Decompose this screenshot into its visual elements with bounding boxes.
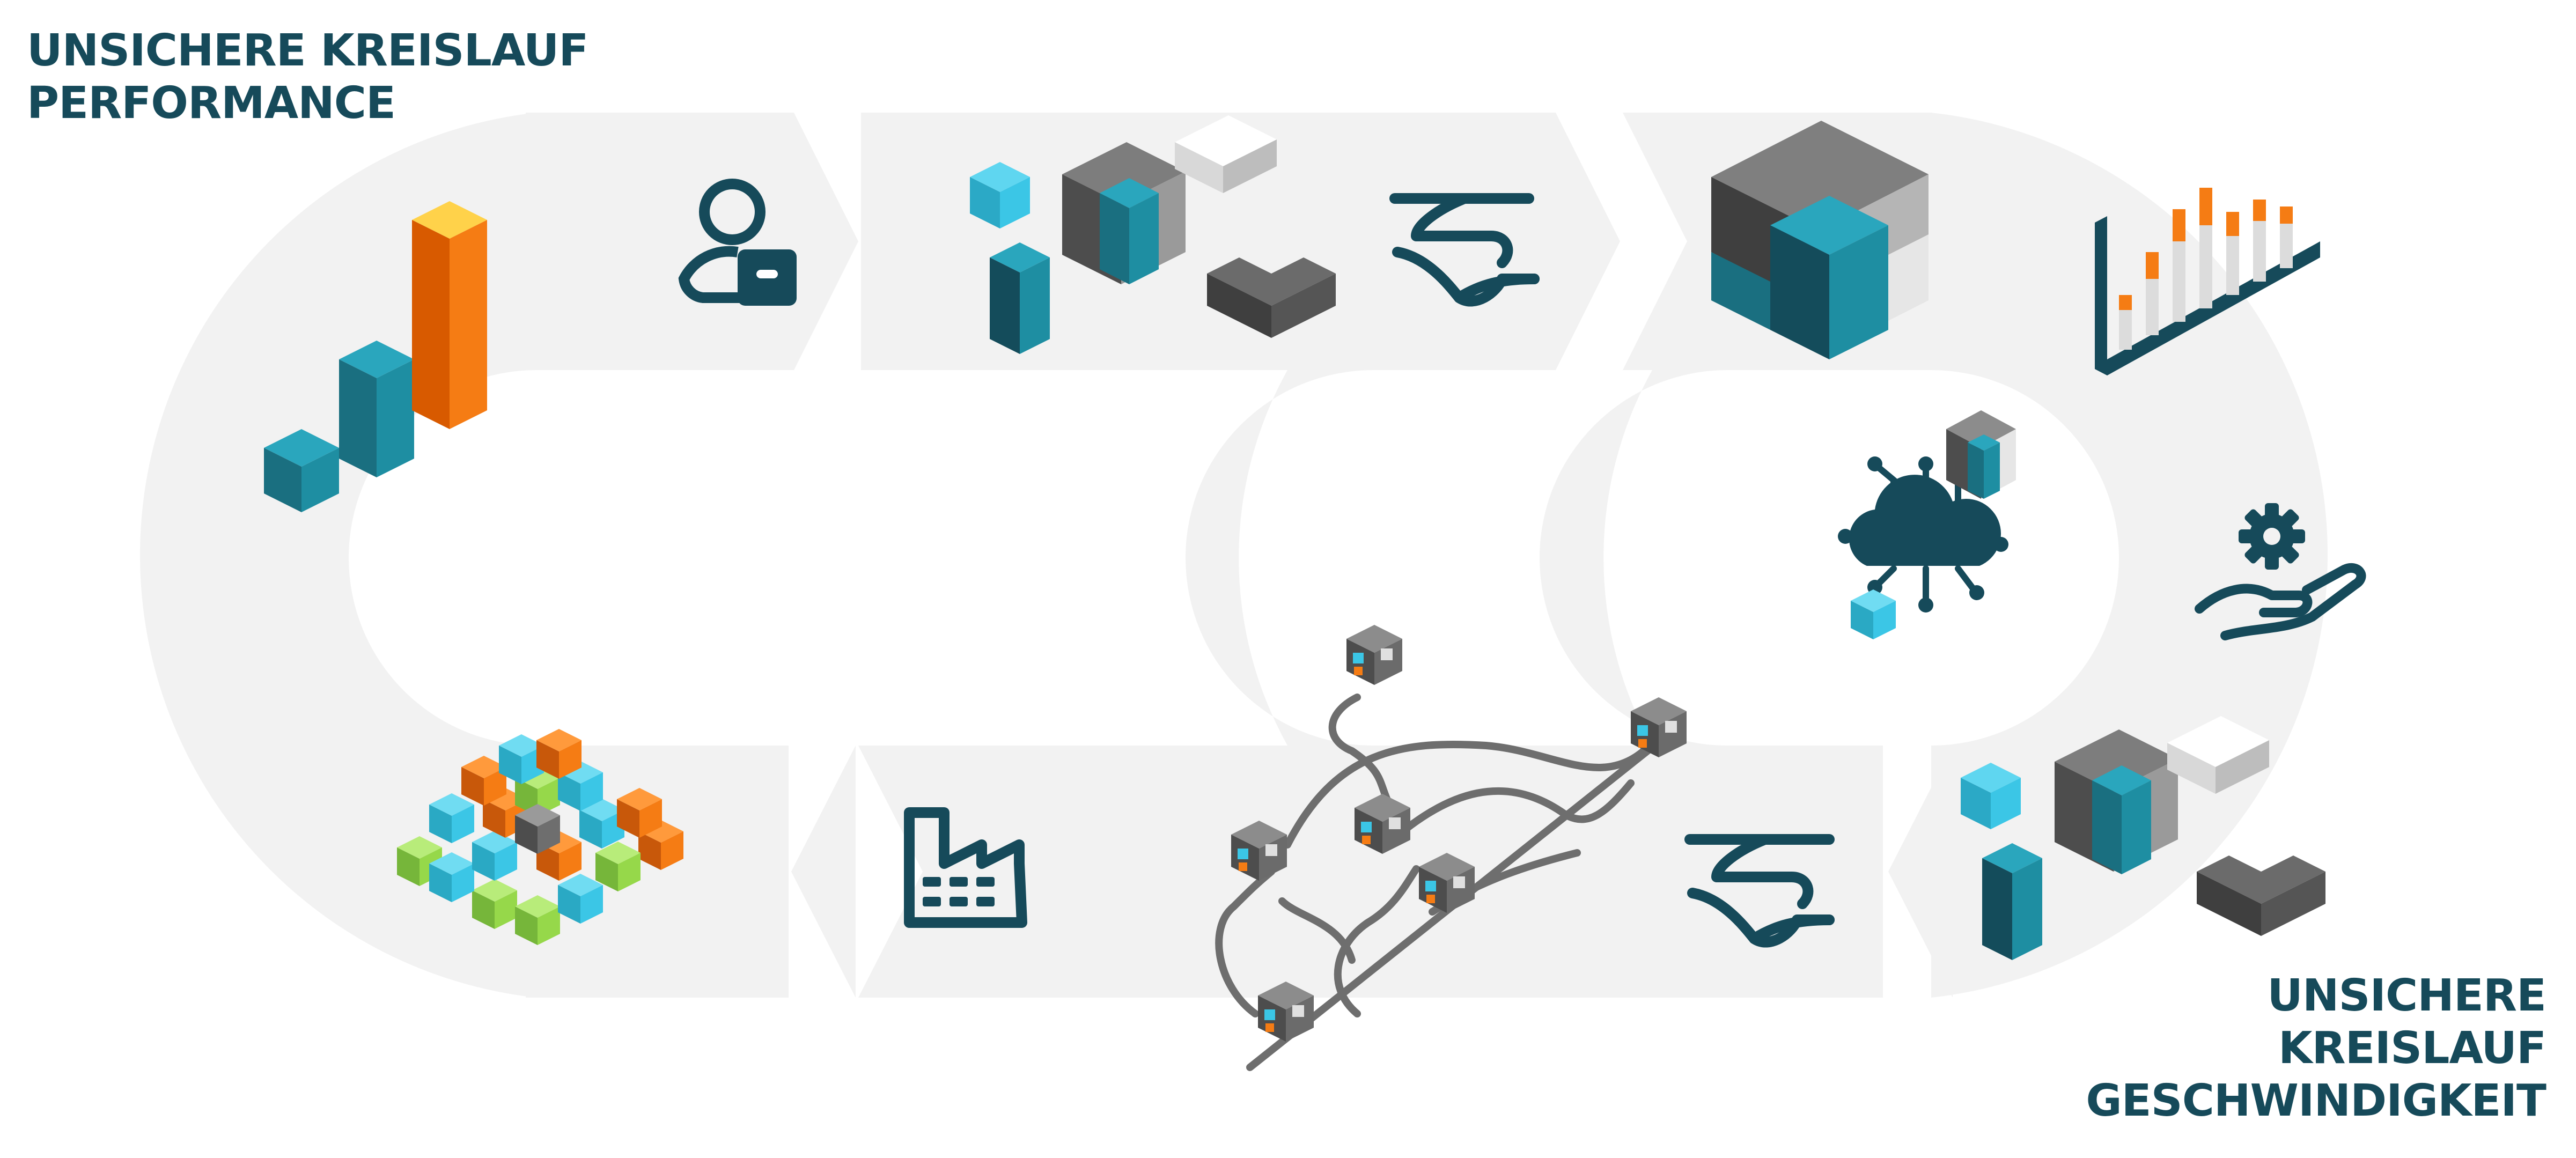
band-bottom-segment-right (1888, 746, 1953, 998)
band-top-arrow-1 (794, 113, 858, 370)
speed-heading-line2: KREISLAUF (2278, 1023, 2546, 1074)
band-middle-ring (1186, 370, 1373, 746)
cube-arrangement-icon-2 (1961, 716, 2325, 960)
band-top-segment-2 (861, 113, 1620, 370)
performance-heading-line2: PERFORMANCE (27, 78, 396, 129)
rising-bar-chart-icon (264, 201, 487, 512)
gear-hand-icon (2195, 503, 2366, 640)
band-left-top-tail (526, 113, 794, 370)
band-bottom-segment-middle (858, 746, 1883, 998)
stacked-cube-icon (1711, 121, 1929, 359)
orange-bar-chart-icon (2095, 188, 2320, 375)
handshake-icon (1389, 193, 1540, 307)
performance-heading-line1: UNSICHERE KREISLAUF (27, 25, 588, 76)
cloud-network-icon (1838, 410, 2016, 639)
user-lock-icon (678, 179, 797, 306)
handshake-icon-2 (1684, 834, 1835, 948)
speed-heading-line1: UNSICHERE (2267, 970, 2546, 1021)
cube-network-icon (1215, 625, 1687, 1071)
factory-icon (904, 807, 1027, 928)
performance-heading: UNSICHERE KREISLAUF PERFORMANCE (27, 25, 588, 130)
band-middle-ring-right (1540, 370, 1727, 746)
speed-heading: UNSICHERE KREISLAUF GESCHWINDIGKEIT (2086, 970, 2546, 1127)
cube-arrangement-icon (970, 115, 1336, 354)
band-bottom-arrow-left (791, 746, 856, 998)
speed-heading-line3: GESCHWINDIGKEIT (2086, 1075, 2546, 1126)
